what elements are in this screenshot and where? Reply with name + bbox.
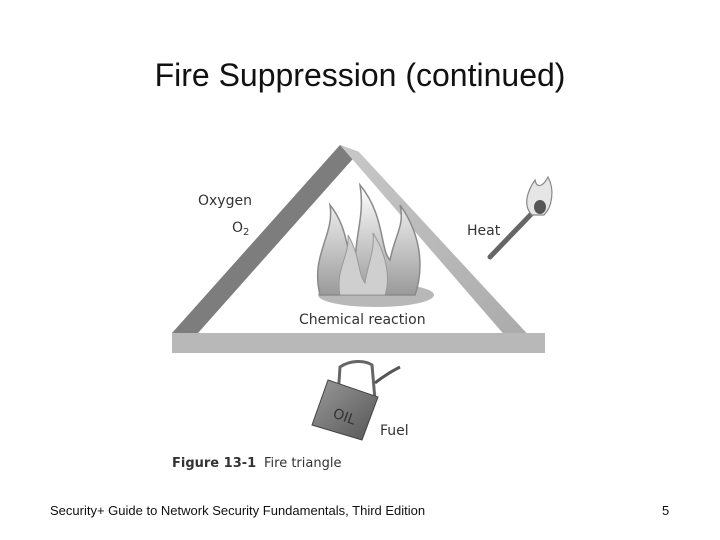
flame-icon xyxy=(316,182,434,307)
triangle-right-side xyxy=(340,145,545,353)
oxygen-label: Oxygen xyxy=(198,193,252,209)
fire-triangle-diagram: OIL Oxygen O 2 Heat Chemical reaction Fu… xyxy=(172,145,553,471)
match-icon xyxy=(487,175,553,260)
triangle-left-side xyxy=(172,145,359,333)
oil-label: OIL xyxy=(331,406,358,429)
figure-caption-text: Fire triangle xyxy=(264,456,341,471)
o2-subscript: 2 xyxy=(243,227,249,238)
slide-footer: Security+ Guide to Network Security Fund… xyxy=(50,503,426,518)
o2-label: O xyxy=(232,220,243,236)
page-number: 5 xyxy=(662,503,670,518)
slide-title: Fire Suppression (continued) xyxy=(154,57,566,93)
heat-label: Heat xyxy=(467,223,501,239)
chemical-reaction-label: Chemical reaction xyxy=(299,312,426,328)
oil-can-icon: OIL xyxy=(311,360,401,441)
fuel-label: Fuel xyxy=(380,423,409,439)
fire-triangle-figure: OIL Oxygen O 2 Heat Chemical reaction Fu… xyxy=(160,135,560,480)
figure-caption-number: Figure 13-1 xyxy=(172,456,256,471)
